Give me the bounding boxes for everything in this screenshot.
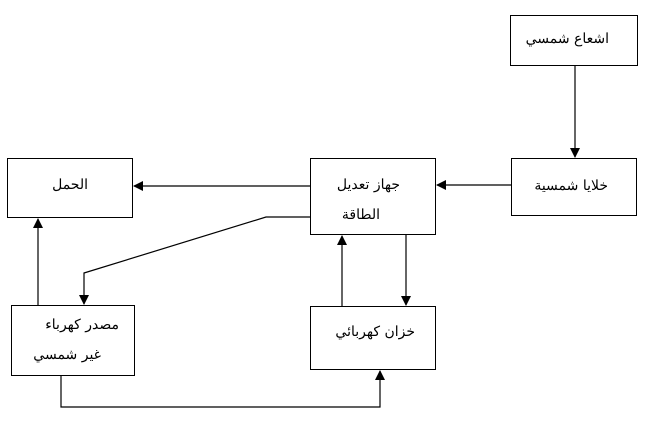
node-label: الحمل [52,177,88,193]
node-label-line1: جهاز تعديل [336,177,400,193]
node-label-line2: غير شمسي [33,347,101,363]
arrow-regulator-to-non-solar [79,216,310,305]
node-storage: خزان كهربائي [310,306,436,370]
node-solar-radiation: اشعاع شمسي [510,15,638,66]
node-label: خزان كهربائي [335,324,415,340]
node-label-line2: الطاقة [341,207,380,223]
node-label: اشعاع شمسي [525,31,609,47]
node-power-regulator: جهاز تعديل الطاقة [310,158,436,235]
arrow-non-solar-to-storage [60,370,385,408]
node-label: خلايا شمسية [534,178,608,194]
node-load: الحمل [7,158,133,218]
node-solar-cells: خلايا شمسية [511,158,637,216]
node-non-solar-source: مصدر كهرباء غير شمسي [11,305,135,376]
node-label-line1: مصدر كهرباء [45,317,119,333]
